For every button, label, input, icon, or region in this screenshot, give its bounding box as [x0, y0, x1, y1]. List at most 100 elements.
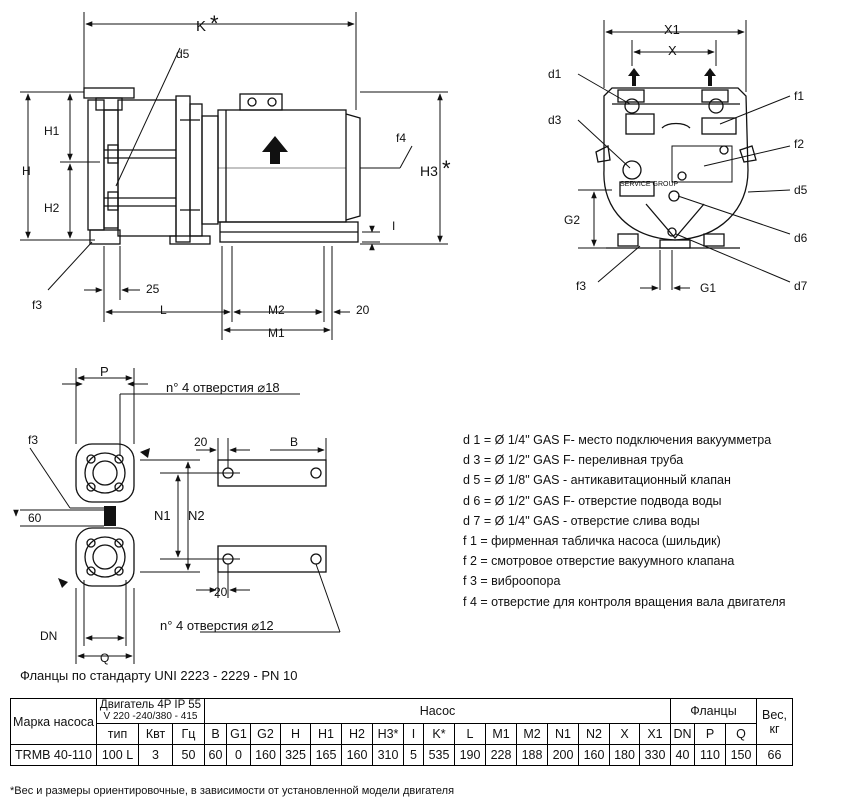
- pump-header: Насос: [204, 698, 671, 724]
- side-view-drawing: [83, 87, 361, 245]
- vibration-mount-icon: [104, 506, 116, 526]
- label-d3: d3: [548, 113, 562, 127]
- flange-view-labels: P n° 4 отверстия ⌀18 f3 60 N1 N2 20 B 20…: [28, 364, 298, 665]
- label-f1: f1: [794, 89, 804, 103]
- side-view-labels: K * d5 H1 H H2 H3 * f4 I f3 25 L M2 20 M…: [22, 11, 451, 340]
- label-d7: d7: [794, 279, 808, 293]
- legend-d3: d 3 = Ø 1/2" GAS F- переливная труба: [463, 453, 684, 468]
- motor-header-voltage: V 220 -240/380 - 415: [103, 711, 198, 722]
- col-header: B: [204, 723, 227, 745]
- legend-d1: d 1 = Ø 1/4" GAS F- место подключения ва…: [463, 433, 772, 447]
- col-header: X1: [639, 723, 671, 745]
- suction-arrow-icon: [628, 68, 640, 86]
- legend-d7: d 7 = Ø 1/4" GAS - отверстие слива воды: [463, 513, 700, 528]
- col-header: G2: [250, 723, 281, 745]
- label-f3-front: f3: [576, 279, 586, 293]
- dim-DN: DN: [40, 629, 57, 643]
- asterisk-K: *: [210, 11, 219, 36]
- col-header: Квт: [138, 723, 173, 745]
- rotation-arrow-icon: [262, 136, 288, 164]
- table-cell: 165: [310, 744, 342, 766]
- dim-H: H: [22, 164, 31, 178]
- connections-legend: d 1 = Ø 1/4" GAS F- место подключения ва…: [463, 430, 786, 612]
- legend-d5: d 5 = Ø 1/8" GAS - антикавитационный кла…: [463, 473, 731, 488]
- dim-H2: H2: [44, 201, 60, 215]
- label-d5: d5: [176, 47, 190, 61]
- col-header: Q: [725, 723, 757, 745]
- dim-M1: M1: [268, 326, 285, 340]
- dim-60: 60: [28, 511, 42, 525]
- table-row: TRMB 40-110 100 L 3 50 60 0 160 325 165 …: [10, 744, 793, 766]
- dim-N1: N1: [154, 508, 171, 523]
- front-view-labels: X1 X d1 d3 f1 f2 d5 d6 d7 G2 G1 f3: [548, 22, 808, 295]
- table-cell: 180: [609, 744, 640, 766]
- col-header: Гц: [172, 723, 205, 745]
- dim-L: L: [160, 303, 167, 317]
- label-f3: f3: [32, 298, 42, 312]
- col-header: N1: [547, 723, 579, 745]
- weight-header: Вес, кг: [756, 698, 793, 745]
- dim-20: 20: [356, 303, 370, 317]
- dim-25: 25: [146, 282, 160, 296]
- asterisk-H3: *: [442, 156, 451, 181]
- suction-flow-icon: [58, 578, 68, 588]
- table-cell: 150: [725, 744, 757, 766]
- side-view-dimensions: [20, 12, 448, 340]
- motor-header-title: Двигатель 4P IP 55: [99, 699, 202, 711]
- holes-small-label: n° 4 отверстия ⌀12: [160, 618, 274, 633]
- col-header: I: [403, 723, 424, 745]
- dim-G1: G1: [700, 281, 716, 295]
- table-cell: 228: [485, 744, 517, 766]
- holes-large-label: n° 4 отверстия ⌀18: [166, 380, 280, 395]
- dim-G2: G2: [564, 213, 580, 227]
- discharge-arrow-icon: [704, 68, 716, 86]
- table-cell: 188: [516, 744, 548, 766]
- col-header: P: [694, 723, 726, 745]
- dim-H3: H3: [420, 163, 438, 179]
- dim-I: I: [392, 219, 395, 233]
- label-f4: f4: [396, 131, 406, 145]
- table-cell: 0: [226, 744, 251, 766]
- table-cell: 60: [204, 744, 227, 766]
- spec-table: Марка насоса Двигатель 4P IP 55 V 220 -2…: [10, 698, 793, 766]
- label-d5-front: d5: [794, 183, 808, 197]
- col-header: G1: [226, 723, 251, 745]
- col-header: K*: [423, 723, 455, 745]
- table-cell: 5: [403, 744, 424, 766]
- col-header: H: [280, 723, 311, 745]
- label-f2: f2: [794, 137, 804, 151]
- table-cell: 190: [454, 744, 486, 766]
- col-header: M2: [516, 723, 548, 745]
- dim-20-top: 20: [194, 435, 208, 449]
- col-header: L: [454, 723, 486, 745]
- legend-d6: d 6 = Ø 1/2" GAS F- отверстие подвода во…: [463, 493, 722, 508]
- table-cell: 40: [670, 744, 695, 766]
- dim-X1: X1: [664, 22, 680, 37]
- brand-header: Марка насоса: [10, 698, 97, 745]
- technical-drawings: K * d5 H1 H H2 H3 * f4 I f3 25 L M2 20 M…: [13, 11, 808, 665]
- dim-P: P: [100, 364, 109, 379]
- col-header: X: [609, 723, 640, 745]
- dim-20-bottom: 20: [214, 585, 228, 599]
- legend-f4: f 4 = отверстие для контроля вращения ва…: [463, 594, 786, 609]
- table-cell: 160: [250, 744, 281, 766]
- dim-K: K: [196, 18, 206, 35]
- table-cell: 160: [341, 744, 373, 766]
- table-cell: 3: [138, 744, 173, 766]
- legend-f3: f 3 = виброопора: [463, 574, 561, 589]
- dim-H1: H1: [44, 124, 60, 138]
- table-cell: 66: [756, 744, 793, 766]
- col-header: тип: [96, 723, 139, 745]
- col-header: H1: [310, 723, 342, 745]
- table-cell: 325: [280, 744, 311, 766]
- col-header: DN: [670, 723, 695, 745]
- table-cell: 330: [639, 744, 671, 766]
- table-cell: 50: [172, 744, 205, 766]
- table-cell: 100 L: [96, 744, 139, 766]
- table-cell: 110: [694, 744, 726, 766]
- legend-f1: f 1 = фирменная табличка насоса (шильдик…: [463, 534, 721, 549]
- dim-Q: Q: [100, 651, 109, 665]
- label-d1: d1: [548, 67, 562, 81]
- label-f3-flange: f3: [28, 433, 38, 447]
- label-d6: d6: [794, 231, 808, 245]
